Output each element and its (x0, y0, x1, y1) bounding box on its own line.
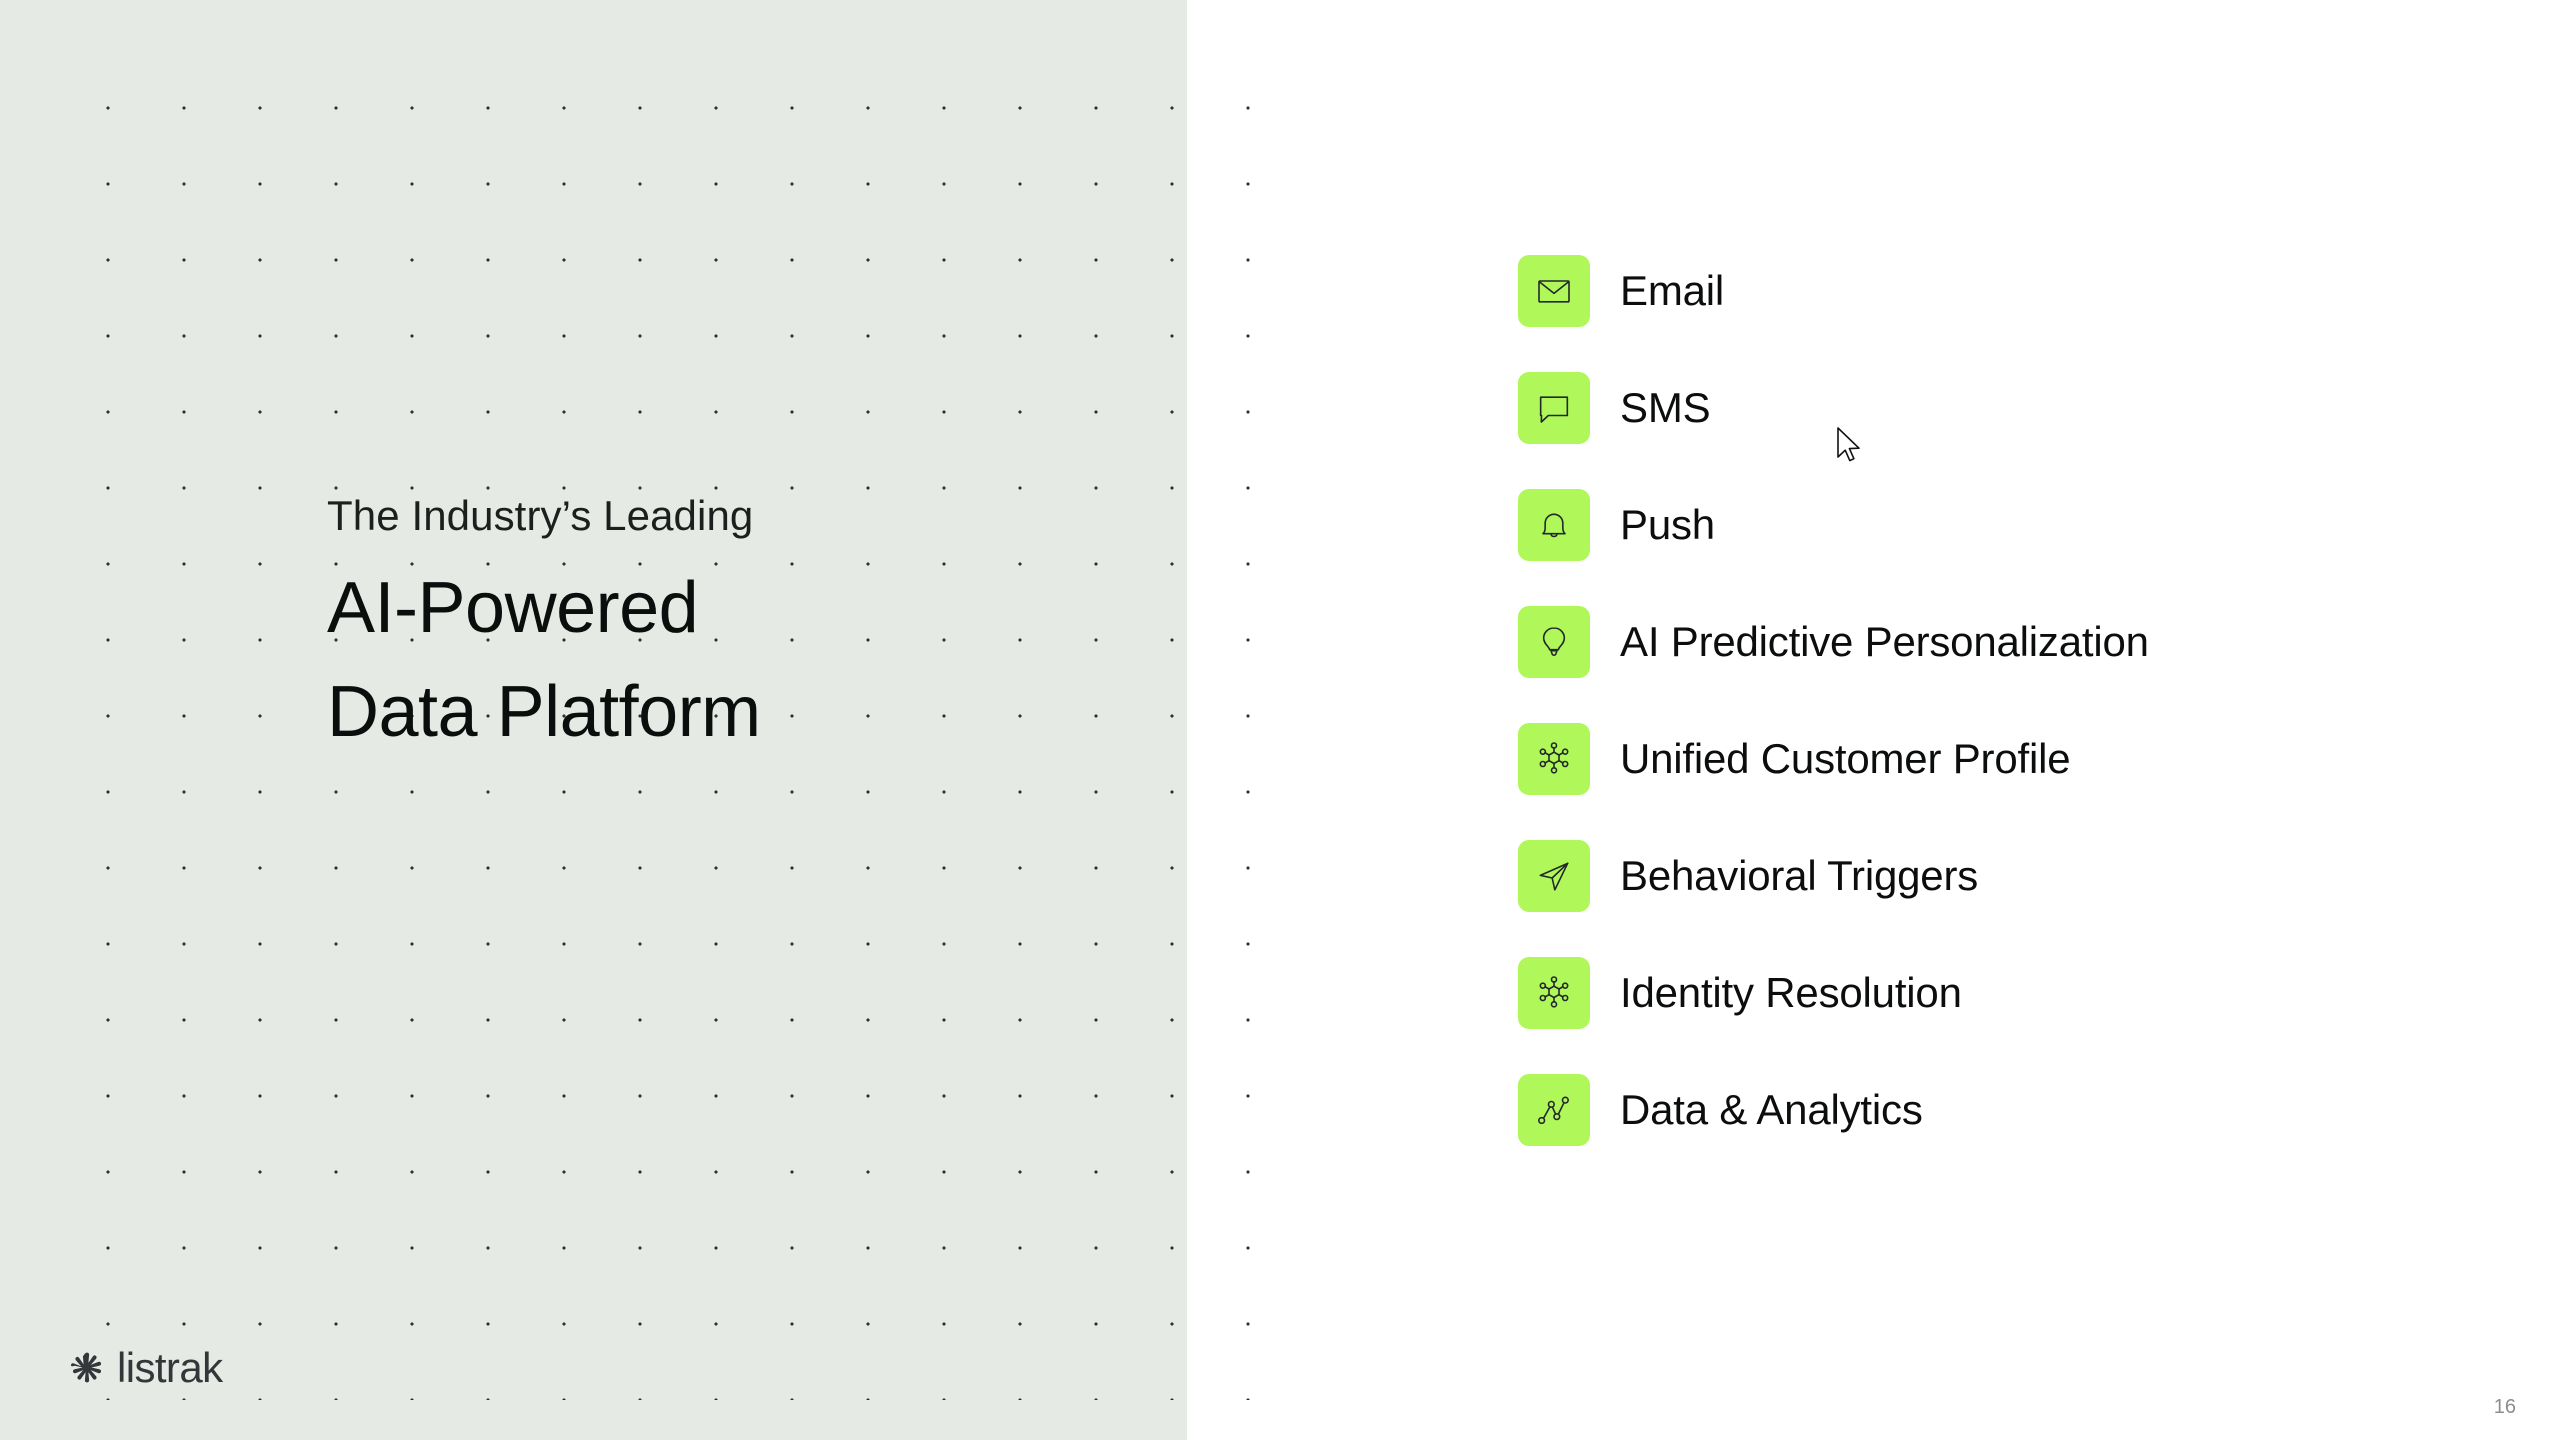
speech-bubble-icon (1518, 372, 1590, 444)
feature-row-behavioral-triggers[interactable]: Behavioral Triggers (1518, 840, 2149, 912)
envelope-icon (1518, 255, 1590, 327)
starburst-icon (70, 1352, 102, 1383)
feature-row-unified-customer-profile[interactable]: Unified Customer Profile (1518, 723, 2149, 795)
feature-row-identity-resolution[interactable]: Identity Resolution (1518, 957, 2149, 1029)
feature-row-sms[interactable]: SMS (1518, 372, 2149, 444)
network-hub-icon (1518, 957, 1590, 1029)
bell-icon (1518, 489, 1590, 561)
eyebrow-text: The Industry’s Leading (327, 492, 754, 539)
lightbulb-icon (1518, 606, 1590, 678)
feature-list: Email SMS Push (1518, 255, 2149, 1146)
feature-label: Behavioral Triggers (1620, 852, 1979, 899)
paper-plane-icon (1518, 840, 1590, 912)
page-number: 16 (2493, 1396, 2516, 1418)
brand-logo: listrak (70, 1344, 223, 1391)
brand-logo-text: listrak (117, 1344, 223, 1391)
feature-label: SMS (1620, 384, 1711, 431)
feature-row-email[interactable]: Email (1518, 255, 2149, 327)
feature-row-ai-predictive-personalization[interactable]: AI Predictive Personalization (1518, 606, 2149, 678)
feature-label: Email (1620, 267, 1725, 314)
feature-label: Identity Resolution (1620, 969, 1962, 1016)
feature-label: Data & Analytics (1620, 1086, 1923, 1133)
page-title: AI-Powered Data Platform (327, 568, 761, 752)
feature-label: Unified Customer Profile (1620, 735, 2071, 782)
feature-label: Push (1620, 501, 1715, 548)
headline-block: The Industry’s Leading AI-Powered Data P… (327, 490, 1087, 764)
line-chart-nodes-icon (1518, 1074, 1590, 1146)
feature-row-push[interactable]: Push (1518, 489, 2149, 561)
network-hub-icon (1518, 723, 1590, 795)
feature-label: AI Predictive Personalization (1620, 618, 2149, 665)
feature-row-data-and-analytics[interactable]: Data & Analytics (1518, 1074, 2149, 1146)
